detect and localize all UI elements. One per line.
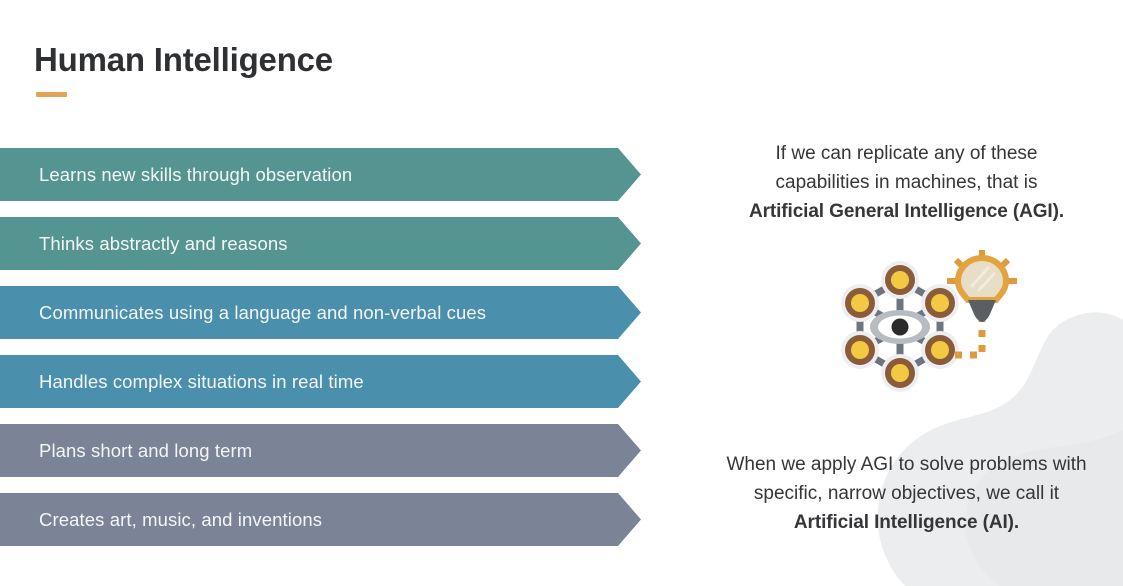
chevron-shape [0, 355, 641, 408]
capability-label: Handles complex situations in real time [39, 370, 364, 392]
capability-bar[interactable]: Communicates using a language and non-ve… [0, 286, 645, 339]
capability-label: Communicates using a language and non-ve… [39, 301, 487, 323]
neural-network-lightbulb-illustration [841, 250, 1017, 392]
title-accent-rule [36, 92, 67, 97]
lightbulb-glass [954, 254, 1010, 303]
chevron-shape [0, 148, 641, 201]
ai-note: When we apply AGI to solve problems with… [690, 450, 1123, 537]
lightbulb-highlight [970, 266, 996, 292]
lightbulb-base [968, 300, 996, 322]
capability-label: Creates art, music, and inventions [39, 508, 323, 530]
agi-note-emphasis: Artificial General Intelligence (AGI). [748, 201, 1065, 222]
capability-label: Learns new skills through observation [39, 163, 353, 185]
chevron-shape [0, 493, 641, 546]
capability-label: Plans short and long term [39, 439, 253, 461]
capability-bar[interactable]: Handles complex situations in real time [0, 355, 645, 408]
network-node [881, 354, 919, 392]
chevron-shape [0, 424, 641, 477]
network-node [841, 331, 879, 369]
agi-note-line-2: capabilities in machines, that is [775, 172, 1038, 193]
ai-note-line-1: When we apply AGI to solve problems with [726, 454, 1087, 475]
capability-bar[interactable]: Plans short and long term [0, 424, 645, 477]
network-node [921, 331, 959, 369]
capability-label: Thinks abstractly and reasons [39, 232, 288, 254]
lightbulb-icon [947, 250, 1017, 322]
eye-icon [870, 310, 930, 344]
network-node [841, 284, 879, 322]
network-node [881, 261, 919, 299]
capability-bar[interactable]: Creates art, music, and inventions [0, 493, 645, 546]
page-title: Human Intelligence [34, 41, 333, 78]
capability-list: Learns new skills through observation Th… [0, 148, 645, 562]
capability-bar[interactable]: Learns new skills through observation [0, 148, 645, 201]
agi-note: If we can replicate any of these capabil… [690, 139, 1123, 226]
network-node [921, 284, 959, 322]
capability-bar[interactable]: Thinks abstractly and reasons [0, 217, 645, 270]
ai-note-emphasis: Artificial Intelligence (AI). [793, 512, 1020, 533]
agi-note-line-1: If we can replicate any of these [775, 143, 1038, 164]
chevron-shape [0, 217, 641, 270]
ai-note-line-2: specific, narrow objectives, we call it [753, 483, 1060, 504]
chevron-shape [0, 286, 641, 339]
